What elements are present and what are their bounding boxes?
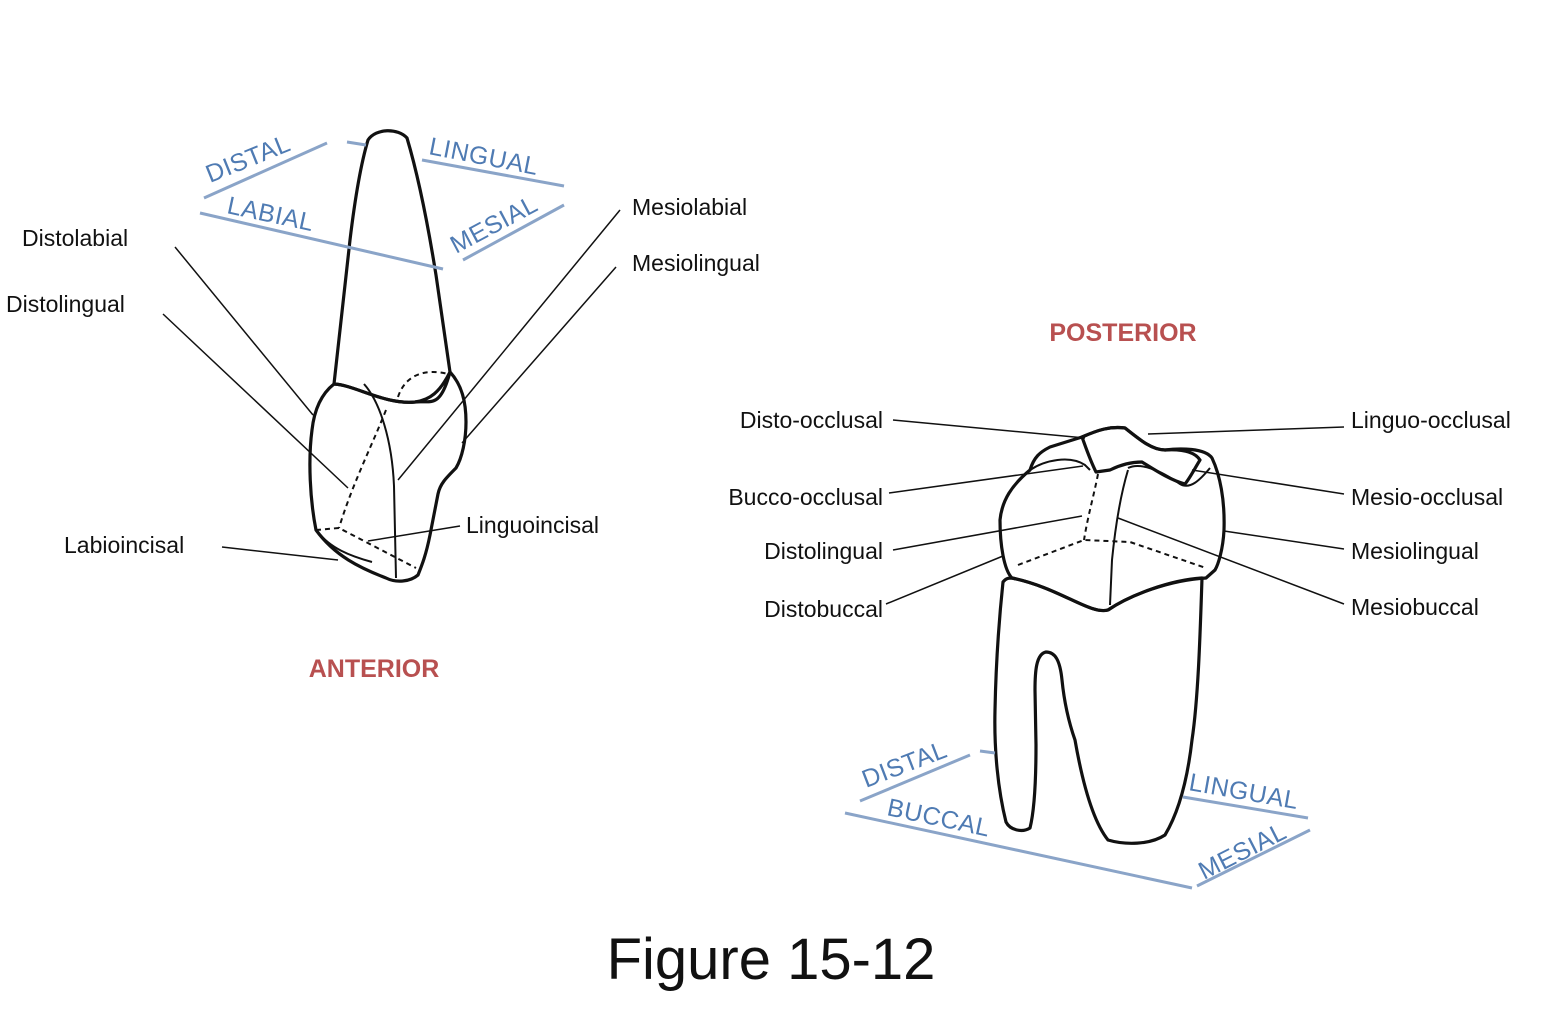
- leader-posterior-mesiolingual: [1223, 530, 1345, 550]
- posterior-tooth: DISTAL BUCCAL LINGUAL MESIAL Disto-occlu…: [728, 319, 1511, 890]
- posterior-mesial-cusp-ridge: [1127, 465, 1211, 487]
- leader-bucco-occlusal: [888, 465, 1084, 494]
- leader-disto-occlusal: [892, 419, 1086, 439]
- anterior-labial-axis-line: [199, 211, 444, 271]
- leader-mesiolabial: [397, 209, 621, 481]
- label-posterior-distolingual: Distolingual: [764, 538, 883, 564]
- anterior-crown: [308, 370, 468, 583]
- anterior-distal-axis-line: [203, 141, 328, 200]
- posterior-cej-line: [1011, 577, 1207, 612]
- label-distolingual: Distolingual: [6, 291, 125, 317]
- leader-distobuccal: [885, 555, 1004, 605]
- anterior-incisal-edge: [317, 531, 373, 563]
- leader-linguoincisal: [367, 525, 461, 542]
- label-mesiolingual: Mesiolingual: [632, 250, 760, 276]
- anterior-direction-lingual: LINGUAL: [427, 132, 541, 181]
- posterior-buccal-axis-line: [844, 811, 1193, 890]
- figure-caption: Figure 15-12: [607, 927, 936, 992]
- posterior-distal-dash: [1083, 473, 1099, 541]
- anterior-mesiolabial-edge: [363, 383, 397, 579]
- anterior-distal-axis-gap: [346, 140, 367, 147]
- label-disto-occlusal: Disto-occlusal: [740, 407, 883, 433]
- posterior-distal-axis-gap: [979, 749, 996, 755]
- label-bucco-occlusal: Bucco-occlusal: [728, 484, 883, 510]
- anterior-heading: ANTERIOR: [309, 655, 440, 683]
- posterior-distal-axis-line: [859, 753, 971, 803]
- anterior-tooth: DISTAL LINGUAL LABIAL MESIAL Distolabial…: [6, 129, 760, 683]
- leader-mesio-occlusal: [1191, 469, 1345, 495]
- anterior-lingual-axis-line: [421, 158, 565, 188]
- label-distolabial: Distolabial: [22, 225, 128, 251]
- posterior-distal-cusp-ridge: [1029, 458, 1091, 471]
- label-distobuccal: Distobuccal: [764, 596, 883, 622]
- leader-mesiobuccal: [1117, 517, 1345, 605]
- leader-distolingual: [162, 313, 349, 489]
- anterior-mesial-axis-line: [462, 203, 565, 262]
- posterior-direction-buccal: BUCCAL: [885, 793, 993, 842]
- leader-mesiolingual: [461, 266, 617, 444]
- label-mesio-occlusal: Mesio-occlusal: [1351, 484, 1503, 510]
- posterior-mesial-axis-line: [1196, 828, 1311, 888]
- posterior-direction-mesial: MESIAL: [1194, 817, 1291, 885]
- posterior-lingual-axis-line: [1182, 795, 1309, 820]
- label-linguoincisal: Linguoincisal: [466, 512, 599, 538]
- leader-linguo-occlusal: [1147, 426, 1345, 435]
- anterior-distal-dash: [338, 409, 387, 529]
- leader-posterior-distolingual: [892, 515, 1083, 551]
- posterior-occlusal-table: [1080, 425, 1202, 486]
- label-posterior-mesiolingual: Mesiolingual: [1351, 538, 1479, 564]
- posterior-cervical-dash: [1017, 538, 1207, 569]
- label-labioincisal: Labioincisal: [64, 532, 184, 558]
- anterior-cej-dash: [397, 370, 449, 398]
- label-mesiobuccal: Mesiobuccal: [1351, 594, 1479, 620]
- label-linguo-occlusal: Linguo-occlusal: [1351, 407, 1511, 433]
- posterior-heading: POSTERIOR: [1049, 319, 1196, 347]
- leader-distolabial: [174, 246, 314, 416]
- leader-labioincisal: [221, 546, 339, 561]
- posterior-buccal-groove: [1109, 469, 1129, 606]
- posterior-direction-distal: DISTAL: [858, 736, 951, 794]
- label-mesiolabial: Mesiolabial: [632, 194, 747, 220]
- posterior-roots: [993, 576, 1204, 845]
